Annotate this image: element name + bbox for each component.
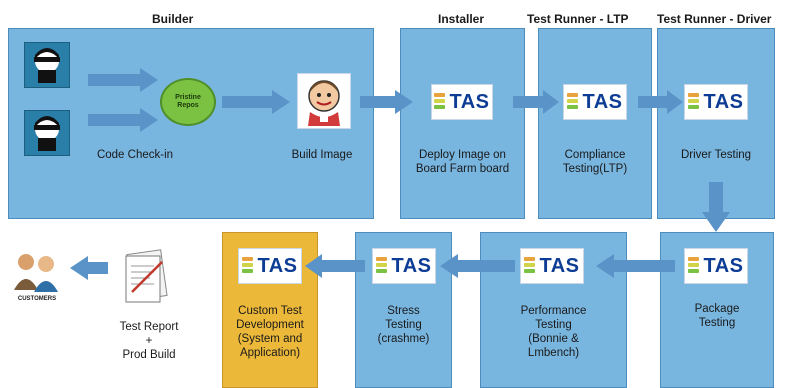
arrow-to-stress: [440, 254, 515, 278]
tas-mark-icon: [524, 257, 536, 275]
arrow-to-ltp: [513, 90, 559, 114]
ltp-header: Test Runner - LTP: [527, 12, 629, 26]
tas-logo-stress: TAS: [372, 248, 436, 284]
package-label: Package Testing: [694, 303, 740, 329]
arrow-checkin-2: [88, 108, 158, 132]
stress-label: Stress Testing (crashme): [377, 305, 430, 345]
deploy-label: Deploy Image on Board Farm board: [415, 149, 510, 175]
tas-mark-icon: [567, 93, 579, 111]
tas-mark-icon: [376, 257, 388, 275]
tas-mark-icon: [242, 257, 254, 275]
arrow-to-deploy: [360, 90, 413, 114]
tas-logo-custom: TAS: [238, 248, 302, 284]
driver-header: Test Runner - Driver: [657, 12, 772, 26]
installer-panel: [400, 28, 525, 219]
pristine-repos-badge: Pristine Repos: [160, 78, 216, 126]
tas-mark-icon: [434, 93, 446, 111]
tas-logo-performance: TAS: [520, 248, 584, 284]
tas-mark-icon: [688, 93, 700, 111]
customers-label: CUSTOMERS: [17, 296, 57, 302]
pristine-repos-label: Pristine Repos: [175, 94, 201, 109]
checkin-label: Code Check-in: [96, 149, 174, 161]
tas-logo-driver: TAS: [684, 84, 748, 120]
tas-mark-icon: [688, 257, 700, 275]
arrow-to-build: [222, 90, 290, 114]
custom-label: Custom Test Development (System and Appl…: [236, 305, 304, 359]
arrow-to-custom: [305, 254, 365, 278]
arrow-to-performance: [596, 254, 675, 278]
tas-logo-package: TAS: [684, 248, 748, 284]
driver-label: Driver Testing: [680, 149, 752, 161]
ltp-panel: [538, 28, 652, 219]
installer-header: Installer: [438, 12, 485, 26]
person-icon: [34, 48, 60, 83]
compliance-label: Compliance Testing(LTP): [562, 149, 628, 175]
arrow-to-customers: [70, 256, 108, 280]
test-report-icon: [122, 248, 170, 304]
tas-logo-deploy: TAS: [431, 84, 493, 120]
developer-avatar-2: [24, 110, 70, 156]
arrow-checkin-1: [88, 68, 158, 92]
performance-label: Performance Testing (Bonnie & Lmbench): [520, 305, 587, 359]
tas-logo-ltp: TAS: [563, 84, 627, 120]
arrow-to-package: [702, 182, 730, 232]
customers-icon: [10, 250, 64, 296]
build-label: Build Image: [291, 149, 353, 161]
build-server-icon: [297, 73, 351, 129]
test-report-label: Test Report + Prod Build: [119, 321, 179, 361]
person-icon: [34, 116, 60, 151]
builder-header: Builder: [152, 12, 194, 26]
developer-avatar-1: [24, 42, 70, 88]
arrow-to-driver: [638, 90, 683, 114]
